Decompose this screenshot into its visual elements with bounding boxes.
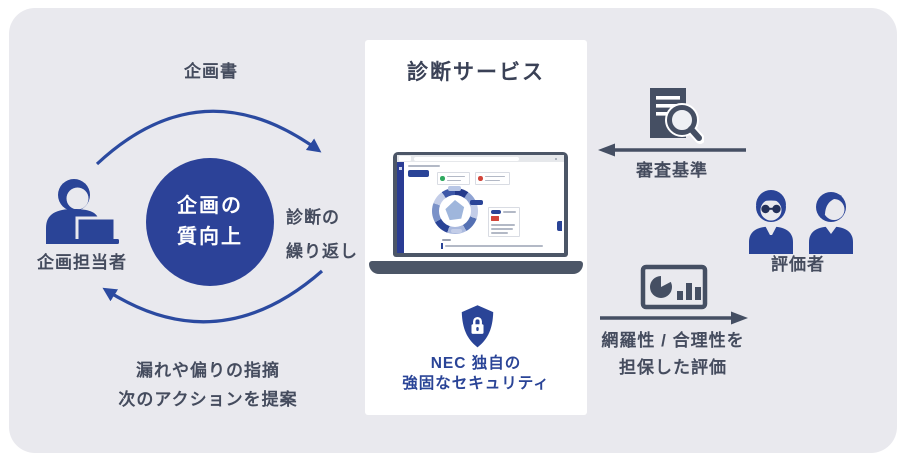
- arrow-plan-to-service: [95, 109, 322, 166]
- planner-label: 企画担当者: [37, 253, 127, 272]
- document-search-icon: [650, 88, 704, 144]
- feedback-line1: 漏れや偏りの指摘: [136, 361, 280, 380]
- app-sidebar: [397, 162, 404, 253]
- browser-chrome: [397, 155, 564, 162]
- security-line2: 強固なセキュリティ: [402, 375, 550, 392]
- breadcrumb-bar: [408, 165, 440, 167]
- browser-tab: [399, 156, 411, 161]
- evaluator-label: 評価者: [771, 255, 825, 274]
- donut-top-chip: [448, 186, 461, 191]
- quote-tick: [441, 243, 443, 249]
- cycle-arrows: [95, 109, 324, 324]
- laptop-base: [369, 261, 583, 274]
- radar-polygon: [445, 199, 465, 221]
- radar-donut-chart: [432, 188, 478, 234]
- service-title: 診断サービス: [407, 61, 545, 84]
- score-card-mini: [488, 207, 520, 237]
- laptop-mockup: [393, 152, 568, 257]
- evaluation-line1: 網羅性 / 合理性を: [601, 331, 745, 350]
- arrow-service-to-plan: [102, 269, 324, 324]
- shield-lock-icon: [461, 305, 494, 348]
- security-line1: NEC 独自の: [430, 355, 522, 372]
- green-status-icon: [440, 176, 445, 181]
- plan-document-label: 企画書: [184, 62, 238, 81]
- goal-circle-line1: 企画の: [177, 195, 243, 217]
- evaluation-arrow: [600, 311, 748, 325]
- donut-right-chip: [470, 200, 483, 205]
- score-number-red: [491, 216, 499, 221]
- status-box-ok: [437, 172, 470, 185]
- repeat-label-line2: 繰り返し: [286, 242, 358, 261]
- criteria-label: 審査基準: [636, 161, 708, 180]
- feedback-line2: 次のアクションを提案: [118, 390, 298, 409]
- browser-menu-dot: [555, 157, 557, 160]
- red-status-icon: [478, 176, 483, 181]
- two-evaluators-icon: [749, 190, 853, 254]
- status-box-alert: [475, 172, 510, 185]
- goal-circle-line2: 質向上: [177, 226, 243, 248]
- start-button-mini: [408, 170, 429, 177]
- criteria-arrow: [598, 143, 746, 157]
- repeat-label: 診断の 繰り返し: [286, 201, 358, 269]
- evaluation-line2: 担保した評価: [619, 358, 727, 377]
- browser-address-bar: [414, 157, 519, 161]
- feedback-tab-mini: [557, 221, 562, 231]
- person-with-laptop-icon: [46, 179, 119, 244]
- donut-bottom-chip: [451, 229, 462, 233]
- quote-text-bar: [445, 245, 543, 247]
- goal-circle: 企画の 質向上: [146, 158, 274, 286]
- dashboard-screenshot: [397, 155, 564, 253]
- chart-report-icon: [640, 264, 708, 310]
- repeat-label-line1: 診断の: [286, 208, 340, 227]
- sidebar-glyph: [399, 167, 402, 170]
